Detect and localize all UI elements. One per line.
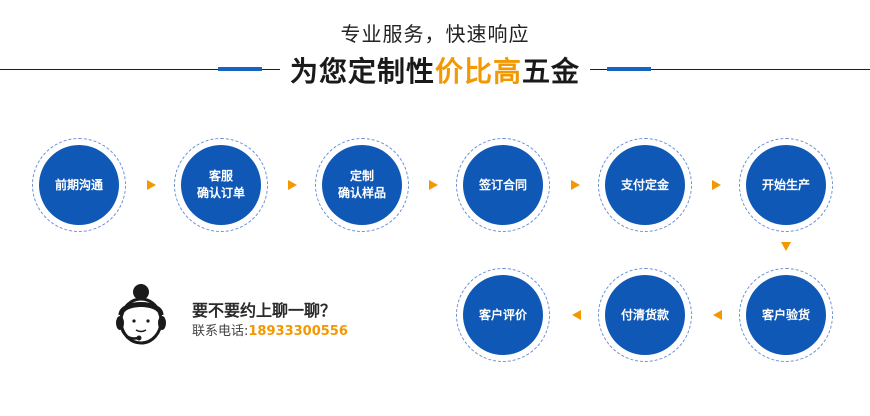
step-label: 客户评价: [478, 307, 527, 322]
step-label: 定制: [349, 169, 374, 183]
header-line-right: [590, 69, 870, 70]
step-label: 签订合同: [478, 177, 527, 192]
contact-phone: 联系电话:18933300556: [192, 320, 348, 339]
arrow-right-icon: [147, 180, 156, 190]
step-label: 客服: [208, 169, 233, 183]
arrow-right-icon: [429, 180, 438, 190]
header-line-left: [0, 69, 280, 70]
step-communication: 前期沟通: [32, 138, 126, 232]
step-pay-deposit: 支付定金: [598, 138, 692, 232]
title-highlight: 价比高: [434, 55, 522, 88]
page-subtitle: 专业服务，快速响应: [340, 22, 530, 46]
step-confirm-sample: 定制 确认样品: [315, 138, 409, 232]
step-sign-contract: 签订合同: [456, 138, 550, 232]
header-accent-right: [607, 67, 651, 71]
arrow-right-icon: [712, 180, 721, 190]
arrow-right-icon: [288, 180, 297, 190]
step-customer-inspection: 客户验货: [739, 268, 833, 362]
step-confirm-order: 客服 确认订单: [174, 138, 268, 232]
step-final-payment: 付清货款: [598, 268, 692, 362]
title-prefix: 为您定制性: [289, 55, 435, 88]
step-label: 前期沟通: [54, 177, 103, 192]
phone-number: 18933300556: [248, 324, 348, 339]
step-label: 确认订单: [196, 186, 245, 200]
page-title: 为您定制性价比高五金: [0, 50, 870, 90]
step-label: 客户验货: [761, 307, 810, 322]
step-label: 开始生产: [761, 177, 810, 192]
title-suffix: 五金: [522, 55, 581, 88]
step-customer-review: 客户评价: [456, 268, 550, 362]
step-label: 支付定金: [620, 177, 669, 192]
arrow-down-icon: [781, 242, 791, 251]
contact-question: 要不要约上聊一聊？: [192, 301, 337, 320]
step-start-production: 开始生产: [739, 138, 833, 232]
headset-agent-icon: [108, 281, 174, 351]
arrow-right-icon: [571, 180, 580, 190]
step-label: 确认样品: [337, 186, 386, 200]
arrow-left-icon: [713, 310, 722, 320]
header-accent-left: [218, 67, 262, 71]
arrow-left-icon: [572, 310, 581, 320]
step-label: 付清货款: [620, 307, 669, 322]
phone-label: 联系电话:: [192, 324, 249, 339]
